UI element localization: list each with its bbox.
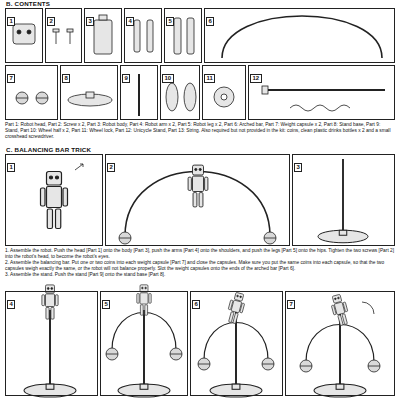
section-heading: C. BALANCING BAR TRICK	[6, 146, 256, 153]
step-panel: 1	[5, 154, 103, 246]
step-panel: 3	[292, 154, 395, 246]
step-panel: 4	[5, 291, 98, 396]
callout-number: 3	[86, 17, 94, 26]
step-panel: 5	[100, 291, 188, 396]
callout-number: 4	[126, 17, 134, 26]
callout-number: 1	[7, 17, 15, 26]
callout-number: 6	[206, 17, 214, 26]
part-box: 1	[5, 8, 43, 63]
part-box: 11	[202, 65, 246, 120]
part-box: 6	[204, 8, 395, 63]
step-panel: 7	[285, 291, 395, 396]
part-box: 12	[248, 65, 395, 120]
callout-number: 11	[204, 74, 215, 83]
step-text: 2. Assemble the balancing bar. Put one o…	[5, 260, 395, 272]
part-box: 3	[84, 8, 122, 63]
part-box: 9	[120, 65, 158, 120]
part-box: 8	[60, 65, 118, 120]
parts-list: Part 1: Robot head, Part 2: Screw x 2, P…	[5, 122, 395, 139]
callout-number: 7	[7, 74, 15, 83]
callout-number: 5	[102, 300, 110, 309]
section-heading: B. CONTENTS	[6, 0, 206, 7]
step-text: 3. Assemble the stand. Push the stand [P…	[5, 272, 395, 278]
callout-number: 3	[294, 163, 302, 172]
part-box: 2	[45, 8, 82, 63]
callout-number: 5	[166, 17, 174, 26]
callout-number: 2	[107, 163, 115, 172]
part-box: 10	[160, 65, 200, 120]
part-box: 7	[5, 65, 58, 120]
step-text: 1. Assemble the robot. Push the head [Pa…	[5, 248, 395, 260]
callout-number: 12	[250, 74, 262, 83]
part-box: 5	[164, 8, 202, 63]
callout-number: 8	[62, 74, 70, 83]
step-panel: 6	[190, 291, 283, 396]
callout-number: 7	[287, 300, 295, 309]
callout-number: 10	[162, 74, 174, 83]
part-box: 4	[124, 8, 162, 63]
callout-number: 4	[7, 300, 15, 309]
callout-number: 6	[192, 300, 200, 309]
callout-number: 1	[7, 163, 15, 172]
callout-number: 9	[122, 74, 130, 83]
step-panel: 2	[105, 154, 290, 246]
callout-number: 2	[47, 17, 55, 26]
